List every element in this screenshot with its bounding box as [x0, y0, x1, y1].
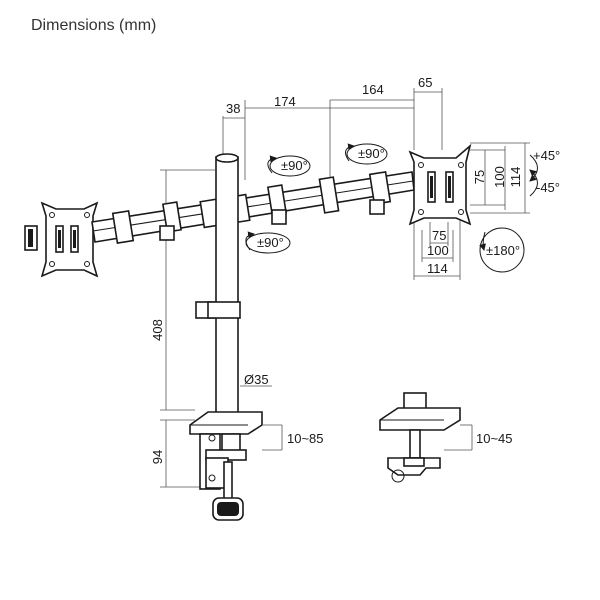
dim-65-label: 65	[418, 75, 432, 90]
rotate-180-label: ±180°	[486, 243, 520, 258]
tilt-down-label: -45°	[536, 180, 560, 195]
left-vesa-plate	[24, 201, 99, 278]
dim-75-bottom-label: 75	[432, 228, 446, 243]
dim-114-right-label: 114	[508, 167, 523, 188]
clamp-range-label: 10~85	[287, 431, 324, 446]
page-title: Dimensions (mm)	[31, 17, 157, 34]
clamp-height-label: 94	[150, 450, 165, 464]
bottom-vesa-dimension-lines	[413, 215, 461, 280]
dim-38-label: 38	[226, 101, 240, 116]
rotation-labels: ±90° ±90° ±90° +45° -45° ±180°	[257, 146, 560, 258]
dim-100-right-label: 100	[492, 166, 507, 188]
dim-164-label: 164	[362, 82, 384, 97]
horizontal-arm	[91, 171, 415, 244]
dim-100-bottom-label: 100	[427, 243, 449, 258]
dimension-labels: 38 174 164 65 75 100 114 75 100 114 408 …	[150, 75, 523, 464]
pole-height-label: 408	[150, 319, 165, 341]
grommet-mount	[379, 392, 461, 483]
pole-diameter-label: Ø35	[244, 372, 269, 387]
right-vesa-dimension-lines	[470, 142, 530, 214]
tilt-up-label: +45°	[533, 148, 560, 163]
dim-174-label: 174	[274, 94, 296, 109]
dim-114-bottom-label: 114	[427, 261, 448, 276]
swivel-2-label: ±90°	[358, 146, 385, 161]
swivel-3-label: ±90°	[257, 235, 284, 250]
rotation-symbols	[245, 143, 538, 273]
swivel-1-label: ±90°	[281, 158, 308, 173]
pole	[195, 153, 241, 416]
desk-clamp	[189, 411, 263, 521]
grommet-range-label: 10~45	[476, 431, 513, 446]
top-dimension-lines	[222, 88, 443, 180]
dim-75-right-label: 75	[472, 170, 487, 184]
right-vesa-plate	[408, 143, 472, 226]
